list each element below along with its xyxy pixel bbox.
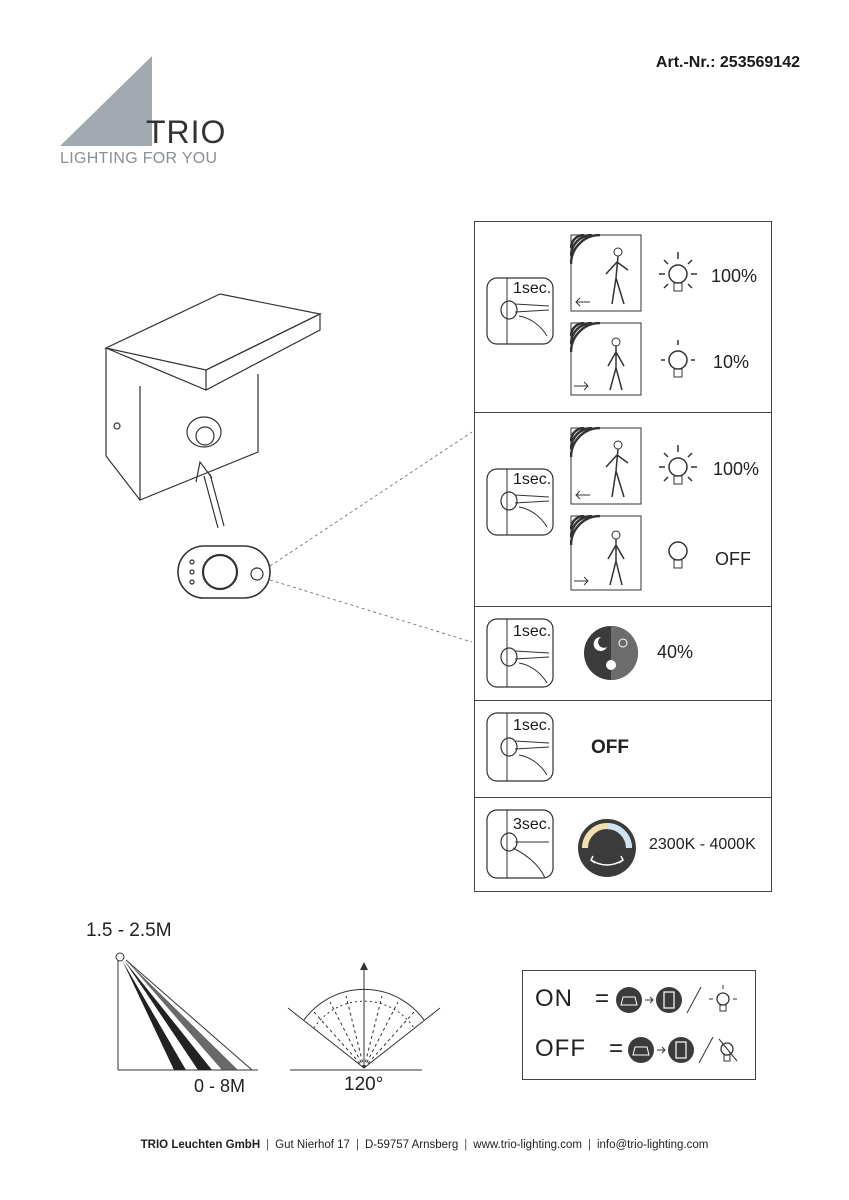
button-duration-label: 1sec. [513,471,552,488]
product-illustration [104,293,473,643]
button-duration-label: 1sec. [513,280,552,297]
day-night-icon [584,626,638,680]
light-off-value: OFF [591,737,629,758]
detection-distance-label: 0 - 8M [194,1076,246,1096]
button-duration-label: 1sec. [513,623,552,640]
on-off-legend: ON = OFF = [522,970,756,1080]
footer: TRIO Leuchten GmbH|Gut Nierhof 17|D-5975… [140,1139,709,1151]
legend-equals: = [595,985,611,1012]
mode-panel-1: 1sec. 100% 10% [474,221,772,412]
legend-on-label: ON [535,985,573,1012]
motion-clear-icon [570,322,642,396]
logo-brand: TRIO [146,114,227,150]
bulb-dim-icon [661,340,695,378]
legend-off-label: OFF [535,1035,586,1062]
brightness-value: OFF [715,549,751,569]
footer-company: TRIO Leuchten GmbH [140,1139,261,1151]
trio-logo-triangle [60,56,152,146]
solar-charge-off-icon [628,1036,738,1064]
mode-panel-4: 1sec. OFF [474,700,772,797]
detection-range-diagram [115,952,258,1071]
mode-panel-3: 1sec. 40% [474,606,772,700]
brightness-value: 10% [713,352,750,372]
color-temperature-icon [578,819,636,877]
button-duration-label: 1sec. [513,717,552,734]
button-duration-label: 3sec. [513,816,552,833]
button-press-icon [486,618,554,688]
bulb-bright-icon [659,252,697,292]
button-press-icon [486,277,554,345]
footer-address: Gut Nierhof 17 [275,1139,350,1151]
color-temperature-value: 2300K - 4000K [649,836,756,853]
logo-tagline: LIGHTING FOR YOU [60,150,218,167]
detection-angle-diagram [287,962,441,1071]
motion-detected-icon [570,427,642,505]
mode-panel-2: 1sec. 100% OFF [474,412,772,606]
bulb-bright-icon [659,445,697,485]
motion-clear-icon [570,515,642,591]
detection-angle-label: 120° [344,1074,384,1095]
mounting-height-label: 1.5 - 2.5M [86,920,172,941]
motion-detected-icon [570,234,642,312]
button-press-icon [486,712,554,782]
brightness-value: 100% [713,459,760,479]
footer-city: D-59757 Arnsberg [364,1139,459,1151]
footer-email-link[interactable]: info@trio-lighting.com [596,1139,709,1151]
button-long-press-icon [486,809,554,879]
footer-website-link[interactable]: www.trio-lighting.com [473,1139,582,1151]
solar-charge-on-icon [616,985,737,1014]
article-number: Art.-Nr.: 253569142 [655,54,800,71]
button-press-icon [486,468,554,536]
legend-equals: = [609,1035,625,1062]
brightness-value: 100% [711,266,758,286]
bulb-off-icon [668,541,688,569]
brightness-value: 40% [657,642,694,662]
mode-panel-5: 3sec. 2300K - 4000K [474,797,772,892]
